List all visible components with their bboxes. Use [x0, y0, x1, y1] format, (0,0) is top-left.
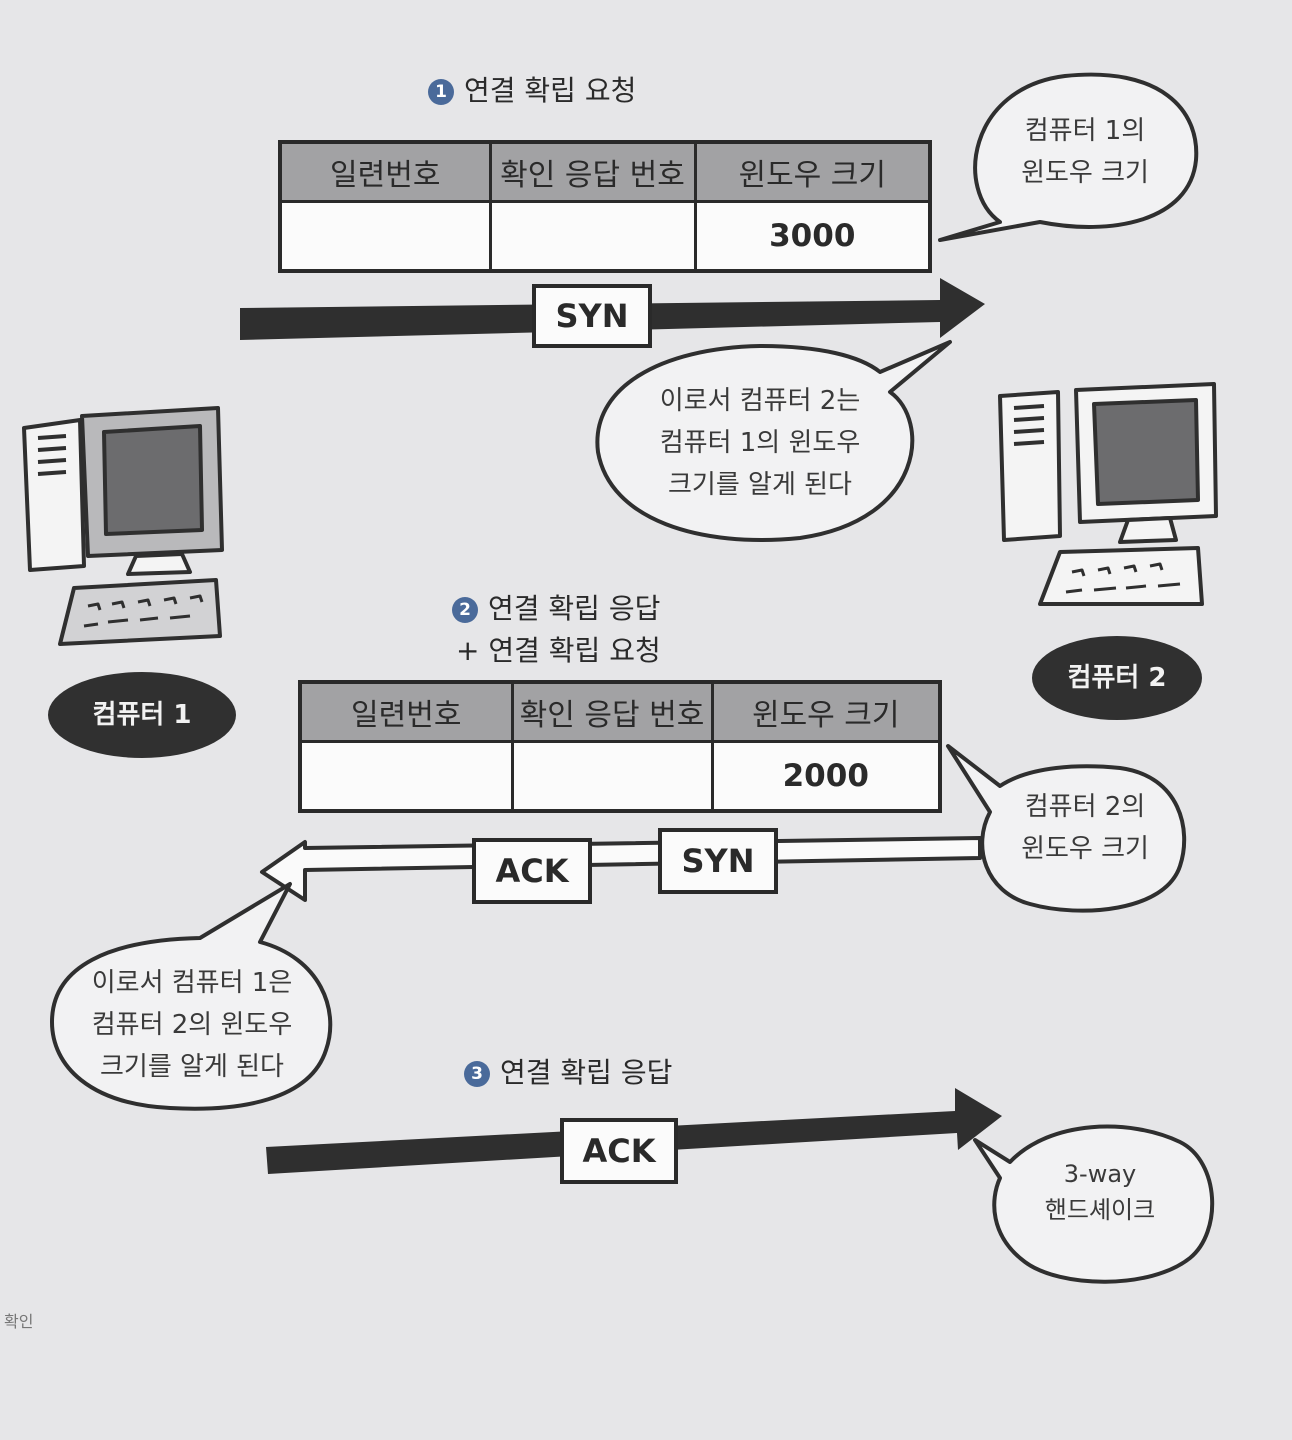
table-header-row: 일련번호 확인 응답 번호 윈도우 크기: [298, 680, 942, 743]
step-2-badge: 2: [452, 597, 478, 623]
table-header-row: 일련번호 확인 응답 번호 윈도우 크기: [278, 140, 932, 203]
column-header: 일련번호: [298, 680, 514, 743]
step-3-title-text: 연결 확립 응답: [500, 1056, 673, 1089]
bubble-line: 핸드셰이크: [1044, 1196, 1156, 1224]
bubble-pc2-learns-text: 이로서 컴퓨터 2는 컴퓨터 1의 윈도우 크기를 알게 된다: [620, 380, 900, 506]
step-2-line-2: + 연결 확립 요청: [456, 634, 661, 667]
table-row: 3000: [278, 200, 932, 273]
tcp-header-table-1: 일련번호 확인 응답 번호 윈도우 크기 3000: [278, 140, 932, 273]
step-3-title: 3 연결 확립 응답: [464, 1052, 672, 1094]
step-3-badge: 3: [464, 1061, 490, 1087]
bubble-pc2-learns: [595, 340, 952, 542]
column-header: 확인 응답 번호: [510, 680, 714, 743]
bubble-line: 이로서 컴퓨터 1은: [91, 968, 293, 998]
syn-flag-2: SYN: [658, 828, 778, 894]
bubble-line: 컴퓨터 2의 윈도우: [91, 1010, 293, 1040]
sequence-number-cell: [278, 200, 492, 273]
table-row: 2000: [298, 740, 942, 813]
bubble-pc1-window: [938, 72, 1199, 242]
bubble-line: 컴퓨터 1의 윈도우: [659, 428, 861, 458]
window-size-cell: 2000: [710, 740, 942, 813]
column-header: 확인 응답 번호: [488, 140, 697, 203]
bubble-pc2-window: [946, 744, 1187, 913]
computer-2-illustration: [998, 382, 1218, 606]
step-1-title-text: 연결 확립 요청: [464, 74, 637, 107]
bubble-line: 크기를 알게 된다: [100, 1052, 284, 1082]
bubble-handshake-text: 3-way 핸드셰이크: [1010, 1156, 1190, 1228]
computer-2-label: 컴퓨터 2: [1032, 636, 1202, 720]
bubble-line: 컴퓨터 1의: [1024, 116, 1146, 146]
step-1-title: 1 연결 확립 요청: [428, 70, 636, 112]
bubble-line: 윈도우 크기: [1021, 158, 1149, 188]
bubble-handshake: [973, 1124, 1215, 1284]
syn-flag-1: SYN: [532, 284, 652, 348]
tcp-header-table-2: 일련번호 확인 응답 번호 윈도우 크기 2000: [298, 680, 942, 813]
ack-syn-arrow-left: [260, 836, 982, 902]
ack-number-cell: [510, 740, 714, 813]
step-2-line-1: 2 연결 확립 응답: [452, 588, 661, 630]
bubble-pc1-learns: [50, 882, 333, 1111]
sequence-number-cell: [298, 740, 514, 813]
bubble-pc2-window-text: 컴퓨터 2의 윈도우 크기: [990, 786, 1180, 870]
bubble-line: 이로서 컴퓨터 2는: [659, 386, 861, 416]
computer-1-label: 컴퓨터 1: [48, 672, 236, 758]
step-1-badge: 1: [428, 79, 454, 105]
bubble-pc1-window-text: 컴퓨터 1의 윈도우 크기: [990, 110, 1180, 194]
column-header: 윈도우 크기: [693, 140, 932, 203]
column-header: 일련번호: [278, 140, 492, 203]
step-2-title-text: 연결 확립 응답: [488, 592, 661, 625]
bubble-line: 크기를 알게 된다: [668, 470, 852, 500]
bubble-line: 컴퓨터 2의: [1024, 792, 1146, 822]
window-size-cell: 3000: [693, 200, 932, 273]
bubble-line: 3-way: [1063, 1160, 1137, 1188]
bubble-line: 윈도우 크기: [1021, 834, 1149, 864]
column-header: 윈도우 크기: [710, 680, 942, 743]
ack-number-cell: [488, 200, 697, 273]
step-2-title: 2 연결 확립 응답 + 연결 확립 요청: [452, 588, 661, 672]
bubble-pc1-learns-text: 이로서 컴퓨터 1은 컴퓨터 2의 윈도우 크기를 알게 된다: [62, 962, 322, 1088]
ack-flag-2: ACK: [472, 838, 592, 904]
computer-1-illustration: [22, 406, 224, 646]
ack-flag-3: ACK: [560, 1118, 678, 1184]
corner-text: 확인: [4, 1312, 34, 1331]
